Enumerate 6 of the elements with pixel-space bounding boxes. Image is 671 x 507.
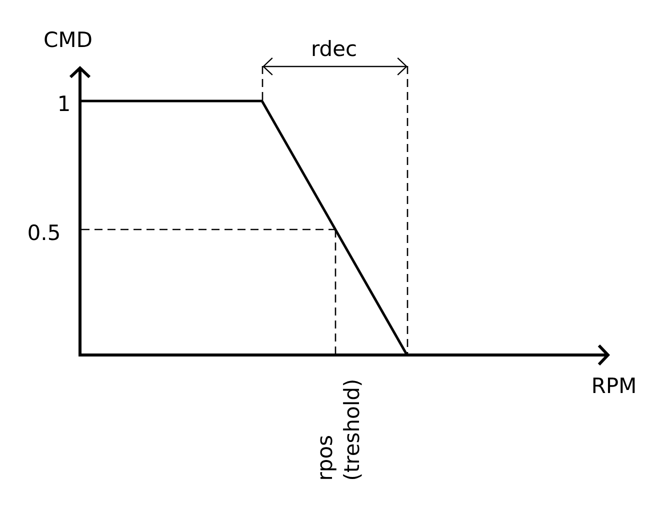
tick-label: 1 (60, 96, 69, 111)
axis-label: CMD (44, 31, 92, 48)
tick-label: 0.5 (28, 224, 59, 240)
dimension-label: rdec (312, 40, 356, 56)
axis-label: RPM (593, 378, 635, 393)
marker-label: rpos (treshold) (320, 380, 362, 479)
